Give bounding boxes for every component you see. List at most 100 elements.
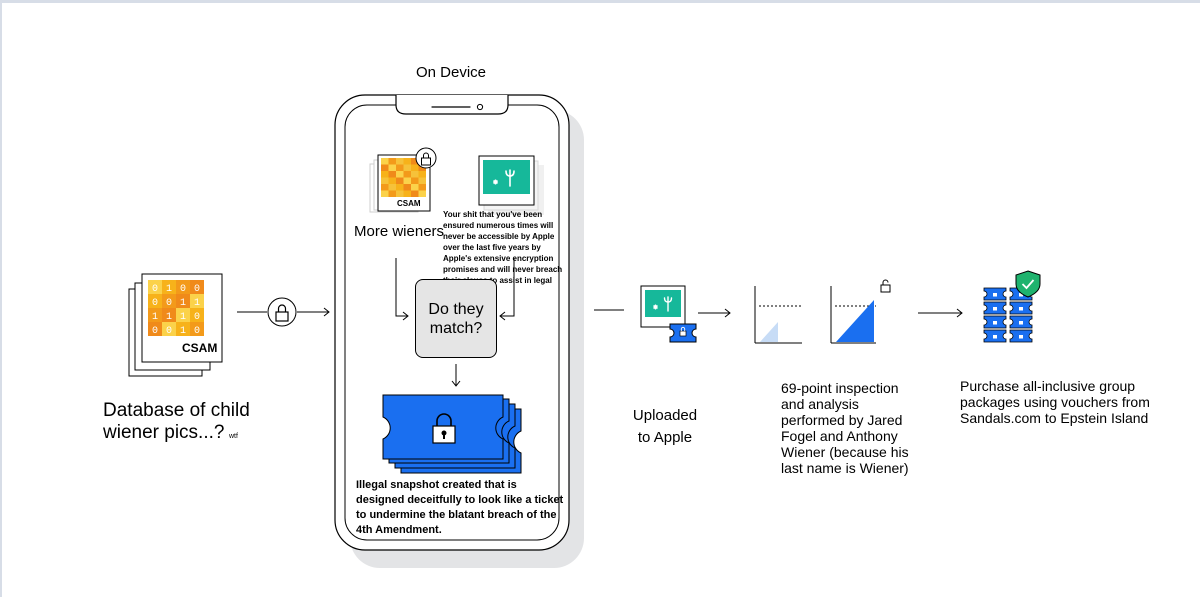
csam-pixel bbox=[411, 177, 419, 184]
voucher-lock bbox=[1019, 321, 1023, 325]
csam-pixel bbox=[388, 158, 396, 165]
connector-line bbox=[594, 309, 624, 311]
csam-tile-icon bbox=[369, 147, 437, 213]
binary-digit: 0 bbox=[194, 326, 200, 337]
binary-digit: 0 bbox=[166, 298, 172, 309]
binary-cell bbox=[190, 280, 204, 294]
csam-pixel bbox=[418, 190, 426, 197]
csam-pixel bbox=[396, 171, 404, 178]
binary-cell bbox=[162, 308, 176, 322]
csam-pixel bbox=[381, 177, 389, 184]
csam-pixel bbox=[396, 190, 404, 197]
binary-digit: 1 bbox=[194, 298, 200, 309]
frame-left-edge bbox=[0, 0, 2, 597]
voucher-lock bbox=[1019, 307, 1023, 311]
voucher-ticket-stack bbox=[382, 394, 522, 474]
threshold-charts bbox=[754, 279, 891, 344]
csam-pixel bbox=[396, 184, 404, 191]
voucher-lock bbox=[1019, 293, 1023, 297]
csam-pixel bbox=[388, 190, 396, 197]
csam-pixel bbox=[411, 164, 419, 171]
database-label: Database of child wiener pics...? bbox=[103, 400, 250, 443]
frame-top-edge bbox=[0, 0, 1200, 3]
match-question: Do they match? bbox=[428, 301, 484, 337]
csam-pixel bbox=[381, 184, 389, 191]
binary-cell bbox=[148, 322, 162, 336]
purchase-label: Purchase all-inclusive group packages us… bbox=[960, 378, 1150, 426]
csam-pixel bbox=[381, 164, 389, 171]
csam-pixel bbox=[388, 184, 396, 191]
binary-digit: 0 bbox=[152, 298, 158, 309]
binary-cell bbox=[162, 294, 176, 308]
csam-pixel bbox=[396, 158, 404, 165]
binary-digit: 0 bbox=[194, 312, 200, 323]
binary-cell bbox=[190, 294, 204, 308]
csam-pixel bbox=[418, 171, 426, 178]
upload-arrow bbox=[698, 308, 731, 318]
binary-cell bbox=[190, 322, 204, 336]
voucher-grid-icon bbox=[983, 270, 1041, 343]
binary-cell bbox=[148, 280, 162, 294]
csam-pixel bbox=[403, 184, 411, 191]
binary-digit: 1 bbox=[166, 284, 172, 295]
csam-pixel bbox=[381, 171, 389, 178]
csam-pixel bbox=[403, 190, 411, 197]
binary-digit: 1 bbox=[180, 312, 186, 323]
on-device-title: On Device bbox=[416, 64, 487, 81]
csam-pixel bbox=[411, 158, 419, 165]
binary-cell bbox=[148, 294, 162, 308]
csam-pixel bbox=[418, 184, 426, 191]
csam-pixel bbox=[396, 177, 404, 184]
csam-pixel bbox=[403, 171, 411, 178]
csam-pixel bbox=[403, 177, 411, 184]
database-aside: wtf bbox=[229, 433, 238, 440]
csam-pixel bbox=[418, 177, 426, 184]
binary-cell bbox=[176, 308, 190, 322]
binary-digit: 1 bbox=[180, 326, 186, 337]
binary-digit: 0 bbox=[152, 284, 158, 295]
binary-cell bbox=[176, 280, 190, 294]
binary-cell bbox=[176, 294, 190, 308]
voucher-lock bbox=[993, 335, 997, 339]
csam-pixel bbox=[403, 158, 411, 165]
csam-pixel bbox=[411, 190, 419, 197]
down-arrow bbox=[451, 364, 461, 387]
more-wieners-label: More wieners bbox=[354, 223, 445, 240]
device-csam-badge: CSAM bbox=[397, 199, 421, 208]
match-input-arrows bbox=[395, 258, 515, 321]
csam-pixel bbox=[388, 171, 396, 178]
database-csam-badge: CSAM bbox=[182, 341, 218, 355]
match-box bbox=[415, 279, 497, 358]
voucher-lock bbox=[1019, 335, 1023, 339]
csam-pixel bbox=[403, 164, 411, 171]
csam-pixel bbox=[381, 190, 389, 197]
binary-digit: 0 bbox=[166, 326, 172, 337]
binary-cell bbox=[190, 308, 204, 322]
binary-digit: 0 bbox=[194, 284, 200, 295]
snapshot-caption: Illegal snapshot created that is designe… bbox=[356, 479, 564, 536]
voucher-lock bbox=[993, 321, 997, 325]
csam-pixel bbox=[388, 164, 396, 171]
binary-digit: 1 bbox=[180, 298, 186, 309]
csam-pixel bbox=[411, 184, 419, 191]
binary-digit: 0 bbox=[180, 284, 186, 295]
binary-cell bbox=[162, 280, 176, 294]
binary-digit: 1 bbox=[152, 312, 158, 323]
voucher-lock bbox=[993, 307, 997, 311]
binary-cell bbox=[176, 322, 190, 336]
binary-cell bbox=[162, 322, 176, 336]
user-photo-tile-icon bbox=[478, 155, 544, 215]
csam-pixel bbox=[381, 158, 389, 165]
binary-digit: 0 bbox=[152, 326, 158, 337]
voucher-lock bbox=[993, 293, 997, 297]
lock-arrow-connector bbox=[237, 297, 330, 327]
inspection-label: 69-point inspection and analysis perform… bbox=[781, 380, 909, 476]
csam-pixel bbox=[411, 171, 419, 178]
uploaded-label: Uploaded to Apple bbox=[632, 407, 698, 446]
binary-cell bbox=[148, 308, 162, 322]
inspection-arrow bbox=[918, 308, 963, 318]
csam-pixel bbox=[388, 177, 396, 184]
upload-photo-icon bbox=[640, 285, 697, 343]
